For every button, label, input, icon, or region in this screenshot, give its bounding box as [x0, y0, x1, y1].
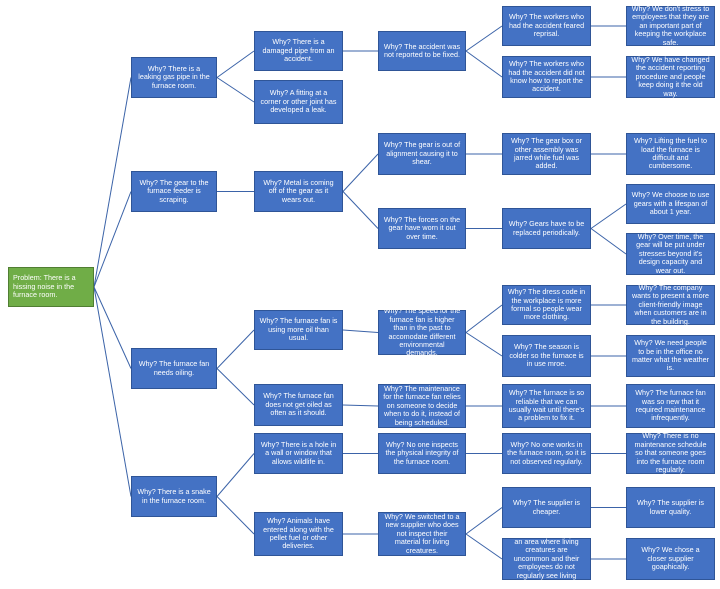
why-level3-maintenance-decision: Why? The maintenance for the furnace fan…: [378, 384, 466, 428]
why-level2-damaged-pipe: Why? There is a damaged pipe from an acc…: [254, 31, 343, 71]
why-level5-closer-supplier: Why? We chose a closer supplier goaphica…: [626, 538, 715, 580]
why-level2-fitting-leak: Why? A fitting at a corner or other join…: [254, 80, 343, 124]
connector-why-level2-metal-wear-to-why-level3-gear-alignment: [342, 153, 379, 192]
why-level4-supplier-cheaper: Why? The supplier is cheaper.: [502, 487, 591, 528]
why-level5-gear-lifespan: Why? We choose to use gears with a lifes…: [626, 184, 715, 224]
why-level1-gear-scraping: Why? The gear to the furnace feeder is s…: [131, 171, 217, 212]
connector-why-level3-new-supplier-to-why-level4-supplier-area: [465, 533, 503, 560]
why-level4-reliable-furnace: Why? The furnace is so reliable that we …: [502, 384, 591, 428]
why-level4-did-not-know: Why? The workers who had the accident di…: [502, 56, 591, 98]
root-problem-box: Problem: There is a hissing noise in the…: [8, 267, 94, 307]
why-level2-metal-wear: Why? Metal is coming off of the gear as …: [254, 171, 343, 212]
connector-why-level4-gears-replaced-to-why-level5-gear-lifespan: [590, 203, 627, 229]
connector-why-level4-gears-replaced-to-why-level5-gear-stresses: [590, 228, 627, 255]
connector-root-problem-box-to-why-level1-snake: [93, 286, 132, 497]
why-level3-fan-speed: Why? The speed for the furnace fan is hi…: [378, 306, 466, 357]
why-level2-animals-deliveries: Why? Animals have entered along with the…: [254, 512, 343, 556]
why-level1-gas-pipe: Why? There is a leaking gas pipe in the …: [131, 57, 217, 98]
why-level5-no-schedule: Why? There is no maintenance schedule so…: [626, 432, 715, 474]
why-level1-snake: Why? There is a snake in the furnace roo…: [131, 476, 217, 517]
why-level4-supplier-area: Why? The supplier is in an area where li…: [502, 529, 591, 588]
connector-why-level3-fan-speed-to-why-level4-dress-code: [465, 304, 503, 333]
why-level2-fan-more-oil: Why? The furnace fan is using more oil t…: [254, 310, 343, 350]
connector-why-level1-snake-to-why-level2-hole-in-wall: [216, 453, 255, 497]
connector-why-level2-fan-not-oiled-to-why-level3-maintenance-decision: [342, 404, 379, 407]
why-level3-no-inspection: Why? No one inspects the physical integr…: [378, 433, 466, 474]
connector-why-level1-snake-to-why-level2-animals-deliveries: [216, 496, 255, 535]
why-level2-fan-not-oiled: Why? The furnace fan does not get oiled …: [254, 384, 343, 426]
connector-root-problem-box-to-why-level1-gas-pipe: [93, 77, 132, 288]
connector-why-level2-metal-wear-to-why-level3-forces-worn: [342, 191, 379, 229]
connector-why-level1-gas-pipe-to-why-level2-fitting-leak: [216, 77, 255, 103]
why-level5-lower-quality: Why? The supplier is lower quality.: [626, 487, 715, 528]
connector-why-level1-fan-oiling-to-why-level2-fan-not-oiled: [216, 368, 255, 406]
why-level1-fan-oiling: Why? The furnace fan needs oiling.: [131, 348, 217, 389]
why-level3-forces-worn: Why? The forces on the gear have worn it…: [378, 208, 466, 249]
why-level4-dress-code: Why? The dress code in the workplace is …: [502, 285, 591, 325]
why-level4-gear-box-jarred: Why? The gear box or other assembly was …: [502, 133, 591, 175]
why-level4-colder-season: Why? The season is colder so the furnace…: [502, 335, 591, 377]
connector-why-level3-fan-speed-to-why-level4-colder-season: [465, 332, 503, 357]
why-level3-new-supplier: Why? We switched to a new supplier who d…: [378, 512, 466, 556]
why-level5-gear-stresses: Why? Over time, the gear will be put und…: [626, 232, 715, 275]
connector-why-level3-new-supplier-to-why-level4-supplier-cheaper: [465, 507, 503, 535]
connector-why-level3-accident-not-reported-to-why-level4-did-not-know: [465, 50, 503, 78]
why-level5-office-weather: Why? We need people to be in the office …: [626, 335, 715, 377]
why-level3-gear-alignment: Why? The gear is out of alignment causin…: [378, 133, 466, 175]
why-level5-reporting-changed: Why? We have changed the accident report…: [626, 55, 715, 98]
why-level5-fan-new: Why? The furnace fan was so new that it …: [626, 384, 715, 428]
connector-why-level1-fan-oiling-to-why-level2-fan-more-oil: [216, 329, 255, 369]
connector-why-level1-gas-pipe-to-why-level2-damaged-pipe: [216, 50, 255, 78]
connector-why-level2-fan-more-oil-to-why-level3-fan-speed: [342, 329, 379, 333]
why-level5-stress-employees: Why? We don't stress to employees that t…: [626, 4, 715, 46]
connector-root-problem-box-to-why-level1-fan-oiling: [93, 286, 132, 369]
why-level4-gears-replaced: Why? Gears have to be replaced periodica…: [502, 208, 591, 249]
why-level4-feared-reprisal: Why? The workers who had the accident fe…: [502, 6, 591, 46]
why-level5-lifting-fuel: Why? Lifting the fuel to load the furnac…: [626, 133, 715, 175]
connector-root-problem-box-to-why-level1-gear-scraping: [93, 191, 132, 288]
why-level4-no-one-works: Why? No one works in the furnace room, s…: [502, 433, 591, 474]
why-level5-client-image: Why? The company wants to present a more…: [626, 283, 715, 325]
why-level3-accident-not-reported: Why? The accident was not reported to be…: [378, 31, 466, 71]
why-level2-hole-in-wall: Why? There is a hole in a wall or window…: [254, 433, 343, 474]
connector-why-level3-accident-not-reported-to-why-level4-feared-reprisal: [465, 25, 503, 52]
